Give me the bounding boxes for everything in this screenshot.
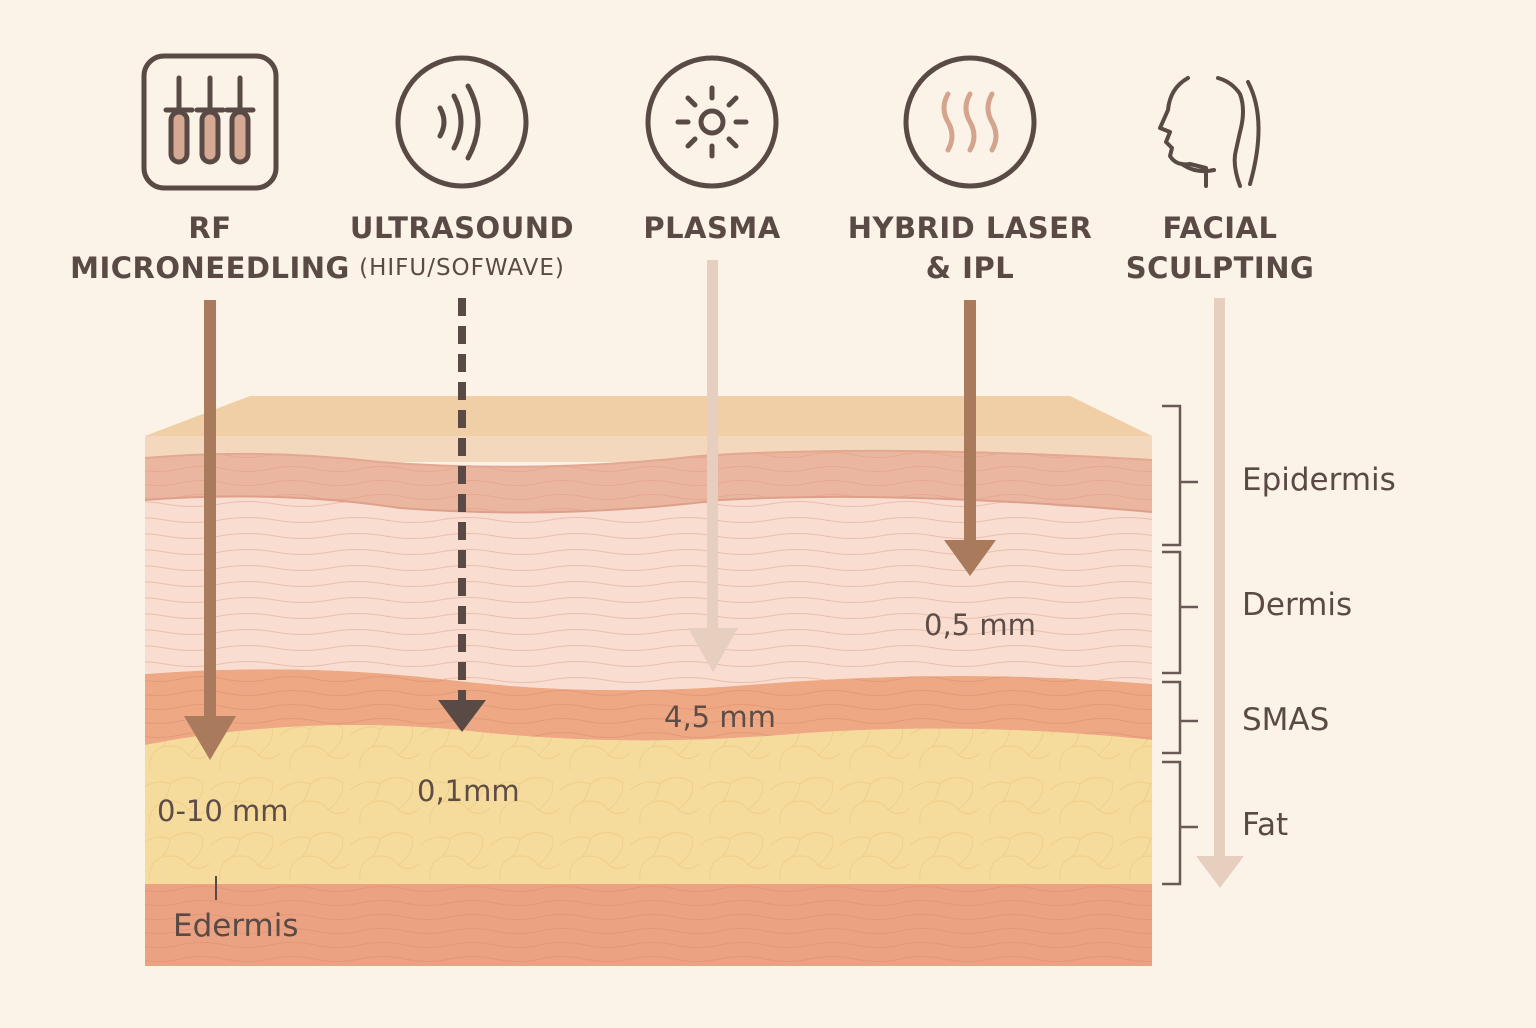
ultrasound-wave-icon [395, 55, 529, 189]
ultrasound-arrow [438, 298, 486, 732]
sculpting-label-line1: FACIAL [1162, 211, 1278, 245]
sculpting-label-line2: SCULPTING [1125, 251, 1315, 285]
epidermis-label: Epidermis [1242, 462, 1396, 498]
edermis-label: Edermis [173, 908, 299, 944]
ultrasound-label-line2: (HIFU/SOFWAVE) [359, 255, 565, 281]
ultrasound-label: ULTRASOUND (HIFU/SOFWAVE) [332, 208, 592, 288]
face-profile-icon [1158, 76, 1261, 188]
sculpting-arrow [1196, 298, 1244, 888]
skin-top-surface [145, 396, 1152, 436]
hybrid-label: HYBRID LASER & IPL [840, 208, 1100, 288]
sculpting-label: FACIAL SCULPTING [1100, 208, 1340, 288]
rf-label: RF MICRONEEDLING [70, 208, 350, 288]
plasma-spark-icon [645, 55, 779, 189]
heat-waves-icon [903, 55, 1037, 189]
layer-brackets [1162, 404, 1198, 886]
smas-label: SMAS [1242, 702, 1330, 738]
hybrid-depth: 0,5 mm [924, 608, 1036, 642]
skin-cross-section [144, 396, 1153, 966]
rf-depth: 0-10 mm [157, 794, 289, 828]
plasma-label-line1: PLASMA [643, 211, 781, 245]
dermis-label: Dermis [1242, 587, 1353, 623]
hybrid-label-line2: & IPL [925, 251, 1015, 285]
hybrid-arrow [944, 300, 996, 576]
microneedle-icon [141, 53, 279, 191]
ultrasound-label-line1: ULTRASOUND [349, 211, 575, 245]
hybrid-label-line1: HYBRID LASER [847, 211, 1093, 245]
plasma-label: PLASMA [612, 208, 812, 248]
fat-label: Fat [1242, 807, 1289, 843]
rf-label-line1: RF [188, 211, 232, 245]
rf-label-line2: MICRONEEDLING [70, 251, 350, 285]
plasma-depth: 4,5 mm [664, 700, 776, 734]
ultrasound-depth: 0,1mm [417, 774, 520, 808]
plasma-arrow [688, 260, 738, 672]
rf-arrow [184, 300, 236, 760]
